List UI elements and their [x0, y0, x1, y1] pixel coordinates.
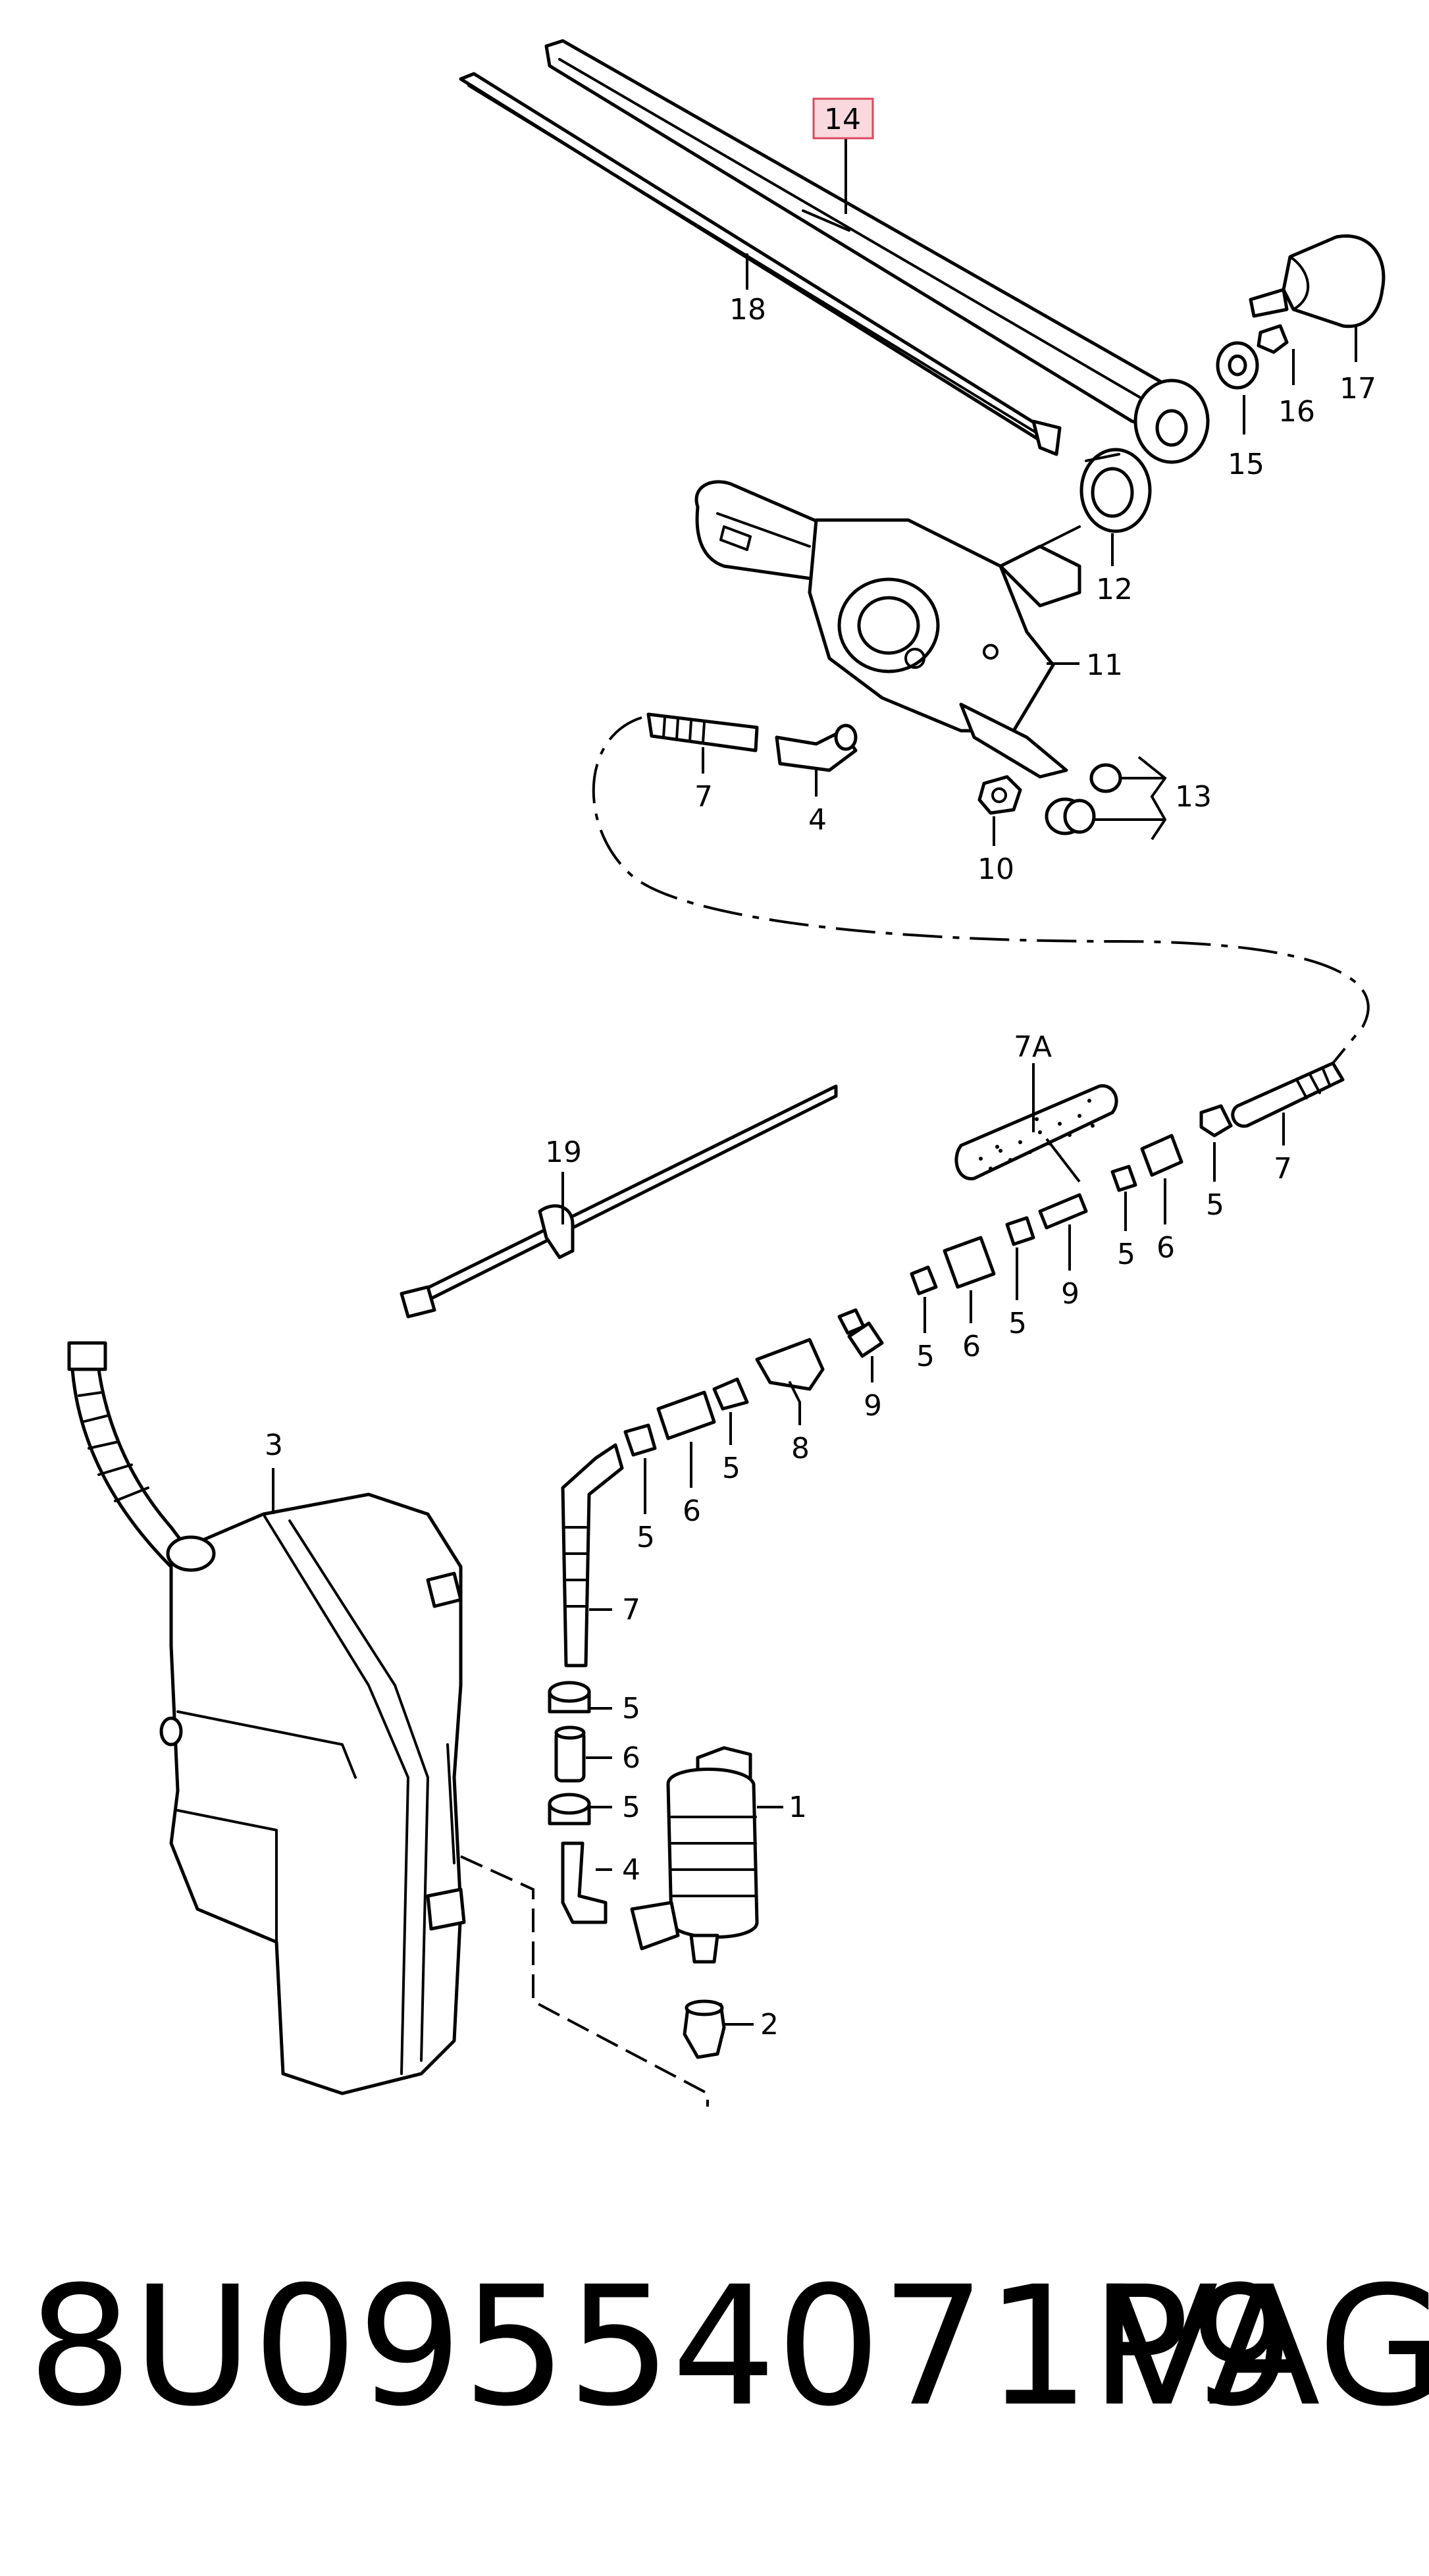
callout-9-b: 9	[864, 1389, 882, 1423]
callout-7-top: 7	[694, 780, 713, 814]
callout-18: 18	[729, 293, 766, 327]
hose-fittings-lower	[548, 1681, 608, 1924]
callout-5-f: 5	[637, 1521, 655, 1554]
bolts-13	[1045, 763, 1122, 835]
callout-2: 2	[760, 2008, 779, 2041]
leader-lines	[272, 138, 1357, 2026]
callout-1: 1	[789, 1791, 807, 1824]
callout-5-c: 5	[1008, 1307, 1027, 1340]
callout-19: 19	[545, 1136, 582, 1169]
callout-6-c: 6	[683, 1494, 701, 1528]
hose-fittings-upper	[623, 1104, 1233, 1457]
wiper-blade-18	[459, 72, 1062, 456]
callout-5-d: 5	[916, 1340, 935, 1373]
callout-5-e: 5	[722, 1452, 740, 1485]
hose-7-right	[1231, 1061, 1345, 1128]
callout-12: 12	[1096, 573, 1133, 606]
callout-6-a: 6	[1156, 1231, 1175, 1265]
callout-6-d: 6	[622, 1741, 640, 1775]
callout-17: 17	[1339, 372, 1376, 406]
callout-11: 11	[1086, 648, 1123, 682]
callout-7-mid: 7	[622, 1593, 640, 1627]
wiper-motor-11	[694, 480, 1081, 779]
hose-sleeve-7a	[954, 1084, 1118, 1180]
hose-7-top	[646, 712, 759, 752]
part-number-text: 8U09554071P9	[28, 2251, 1295, 2442]
cable-tie-19	[400, 1084, 838, 1319]
washer-pump-1	[630, 1746, 759, 1964]
callout-13: 13	[1175, 780, 1212, 814]
callout-10: 10	[977, 853, 1014, 886]
install-line-reservoir	[460, 1855, 709, 2107]
callout-5-b: 5	[1117, 1238, 1135, 1271]
washer-15	[1216, 341, 1259, 390]
callout-15: 15	[1228, 448, 1264, 481]
connector-4-top	[775, 723, 858, 772]
callout-5-a: 5	[1206, 1188, 1224, 1222]
callout-3: 3	[265, 1429, 283, 1462]
nut-16	[1257, 324, 1289, 354]
callout-4-top: 4	[808, 803, 827, 837]
wiper-arm-14	[544, 39, 1210, 464]
hose-7-middle	[561, 1443, 624, 1668]
callout-16: 16	[1278, 395, 1315, 429]
callout-5-h: 5	[622, 1791, 640, 1824]
grommet-2	[683, 1999, 726, 2059]
highlight-box-14	[812, 97, 874, 140]
callout-4-bottom: 4	[622, 1853, 640, 1887]
callout-8: 8	[791, 1432, 810, 1465]
washer-reservoir-3	[67, 1341, 466, 2095]
nut-10	[977, 775, 1022, 815]
callout-5-g: 5	[622, 1692, 640, 1725]
callout-9-a: 9	[1061, 1277, 1079, 1311]
callout-7-right: 7	[1274, 1152, 1292, 1186]
hose-route-line	[592, 716, 1370, 1065]
callout-7a: 7A	[1014, 1030, 1052, 1064]
brand-text: VAG	[1106, 2251, 1429, 2442]
callout-6-b: 6	[962, 1330, 981, 1363]
callout-14: 14	[824, 103, 861, 136]
cap-17	[1249, 234, 1386, 329]
grommet-12	[1079, 448, 1152, 533]
